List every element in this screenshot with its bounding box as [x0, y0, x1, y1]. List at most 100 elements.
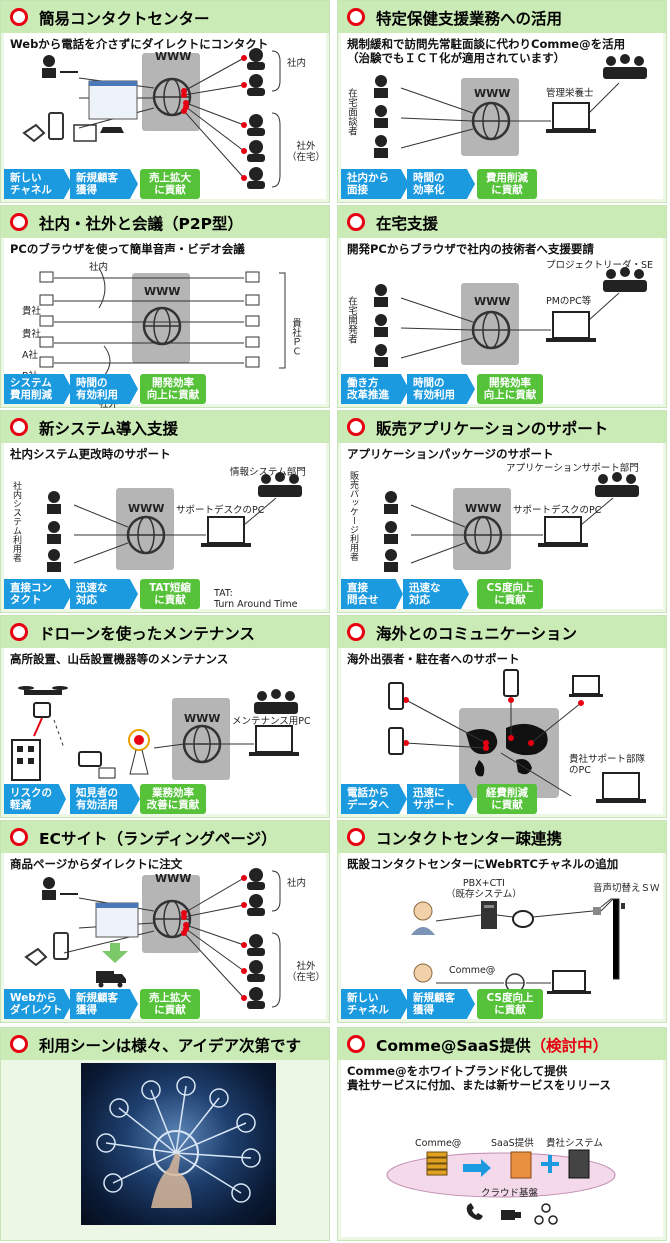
panel-header: 社内・社外と会議（P2P型） — [1, 206, 329, 238]
home-support-diagram — [374, 267, 647, 367]
panel-title: 新システム導入支援 — [39, 420, 179, 438]
outside-label: 社外 （在宅） — [287, 141, 326, 163]
benefit-tag: 電話から データへ — [341, 784, 407, 814]
benefit-tag: Webから ダイレクト — [4, 989, 72, 1019]
panel-header: 特定保健支援業務への活用 — [338, 1, 666, 33]
benefit-tag: 働き方 改革推進 — [341, 374, 409, 404]
result-tag: 費用削減 に貢献 — [477, 169, 537, 199]
panel-subtitle: 既設コンタクトセンターにWebRTCチャネルの追加 — [347, 857, 619, 871]
panel-home-support: 在宅支援 開発PCからブラウザで社内の技術者へ支援要請 WWW プロジェクトリー… — [337, 205, 667, 408]
panel-drone-maintenance: ドローンを使ったメンテナンス 高所設置、山岳設置機器等のメンテナンス WWW メ… — [0, 615, 330, 818]
maintenance-pc-label: メンテナンス用PC — [232, 716, 311, 727]
overseas-diagram — [388, 669, 646, 803]
result-tag: 業務効率 改善に貢献 — [140, 784, 206, 814]
inhouse-label: 社内 — [287, 58, 307, 69]
benefit-tag: 迅速な 対応 — [70, 579, 138, 609]
panel-header: ドローンを使ったメンテナンス — [1, 616, 329, 648]
benefit-tag: 迅速な 対応 — [403, 579, 469, 609]
client-pc-label: 貴社ＰＣ — [290, 318, 301, 356]
panel-subtitle: 規制緩和で訪問先常駐面談に代わりComme@を活用 （治験でもＩＣＴ化が適用され… — [347, 37, 626, 65]
benefit-tag: 新規顧客 獲得 — [70, 169, 138, 199]
benefit-tag: 直接コン タクト — [4, 579, 72, 609]
benefit-tag: 新規顧客 獲得 — [70, 989, 138, 1019]
circle-bullet-icon — [347, 418, 365, 436]
panel-title: コンタクトセンター疎連携 — [376, 830, 563, 848]
saas-label: SaaS提供 — [491, 1138, 534, 1149]
company-label: 貴社 — [22, 306, 42, 317]
app-support-dept-label: アプリケーションサポート部門 — [506, 463, 639, 474]
benefit-tag: 時間の 有効利用 — [407, 374, 475, 404]
result-tag: 開発効率 向上に貢献 — [140, 374, 206, 404]
client-system-label: 貴社システム — [546, 1138, 603, 1149]
result-tag: CS度向上 に貢献 — [477, 579, 543, 609]
circle-bullet-icon — [347, 828, 365, 846]
home-developer-label: 在宅開発者 — [346, 296, 357, 344]
ec-site-diagram — [24, 868, 281, 1009]
panel-app-support: 販売アプリケーションのサポート アプリケーションパッケージのサポート WWW ア… — [337, 410, 667, 613]
under-review-label: （検討中） — [530, 1037, 609, 1055]
panel-contact-center-link: コンタクトセンター疎連携 既設コンタクトセンターにWebRTCチャネルの追加 P… — [337, 820, 667, 1023]
panel-header: Comme@SaaS提供（検討中） — [338, 1028, 666, 1060]
benefit-tag: 時間の 有効利用 — [70, 374, 138, 404]
p2p-meeting-diagram — [39, 267, 286, 377]
panel-header: 新システム導入支援 — [1, 411, 329, 443]
circle-bullet-icon — [347, 213, 365, 231]
home-interviewee-label: 在宅面談者 — [346, 88, 357, 136]
panel-title: ドローンを使ったメンテナンス — [39, 625, 255, 643]
drone-diagram — [11, 686, 299, 781]
circle-bullet-icon — [10, 828, 28, 846]
support-desk-label: サポートデスクのPC — [513, 505, 602, 516]
company-label: 貴社 — [22, 329, 42, 340]
circle-bullet-icon — [10, 1035, 28, 1053]
panel-title: 販売アプリケーションのサポート — [376, 420, 609, 438]
panel-header: 利用シーンは様々、アイデア次第です — [1, 1028, 329, 1060]
www-label: WWW — [184, 712, 221, 725]
contact-center-diagram — [22, 48, 281, 189]
new-system-diagram — [47, 472, 302, 572]
panel-header: コンタクトセンター疎連携 — [338, 821, 666, 853]
comme-label: Comme@ — [415, 1138, 462, 1149]
panel-subtitle: PCのブラウザを使って簡単音声・ビデオ会議 — [10, 242, 245, 256]
voice-switch-label: 音声切替えＳＷ — [593, 883, 660, 894]
cloud-platform-label: クラウド基盤 — [481, 1188, 539, 1199]
panel-subtitle: アプリケーションパッケージのサポート — [347, 447, 554, 461]
circle-bullet-icon — [347, 623, 365, 641]
benefit-tag: 時間の 効率化 — [407, 169, 475, 199]
panel-subtitle: 開発PCからブラウザで社内の技術者へ支援要請 — [347, 242, 594, 256]
result-tag: 開発効率 向上に貢献 — [477, 374, 543, 404]
panel-header: 海外とのコミュニケーション — [338, 616, 666, 648]
package-user-label: 販売パッケージ利用者 — [348, 471, 358, 561]
network-icons-graphic — [96, 1076, 261, 1208]
benefit-tag: 直接 問合せ — [341, 579, 403, 609]
benefit-tag: 新しい チャネル — [341, 989, 409, 1019]
circle-bullet-icon — [10, 8, 28, 26]
benefit-tag: 新しい チャネル — [4, 169, 72, 199]
project-leader-label: プロジェクトリーダ・SE — [546, 260, 654, 271]
pm-pc-label: PMのPC等 — [546, 296, 592, 307]
system-user-label: 社内システム利用者 — [11, 481, 21, 562]
benefit-tag: 新規顧客 獲得 — [407, 989, 475, 1019]
company-a-label: A社 — [22, 350, 38, 361]
health-guidance-diagram — [374, 54, 647, 158]
panel-title-text: Comme@SaaS提供 — [376, 1037, 531, 1055]
pbx-label: PBX+CTI （既存システム） — [446, 878, 522, 900]
panel-p2p-meeting: 社内・社外と会議（P2P型） PCのブラウザを使って簡単音声・ビデオ会議 WWW… — [0, 205, 330, 410]
panel-simple-contact-center: 簡易コンタクトセンター Webから電話を介さずにダイレクトにコンタクト WWW … — [0, 0, 330, 203]
dietitian-label: 管理栄養士 — [546, 88, 594, 99]
www-label: WWW — [155, 50, 192, 63]
panel-saas: Comme@SaaS提供（検討中） Comme@をホワイトブランド化して提供 貴… — [337, 1027, 667, 1241]
panel-subtitle: 高所設置、山岳設置機器等のメンテナンス — [10, 652, 229, 666]
circle-bullet-icon — [10, 213, 28, 231]
panel-header: 販売アプリケーションのサポート — [338, 411, 666, 443]
www-label: WWW — [155, 872, 192, 885]
saas-diagram — [386, 1149, 616, 1225]
panel-title: 社内・社外と会議（P2P型） — [39, 215, 244, 233]
benefit-tag: リスクの 軽減 — [4, 784, 66, 814]
circle-bullet-icon — [10, 418, 28, 436]
benefit-tag: 迅速に サポート — [407, 784, 473, 814]
support-team-pc-label: 貴社サポート部隊 のPC — [569, 754, 646, 776]
panel-title: 利用シーンは様々、アイデア次第です — [39, 1037, 301, 1055]
benefit-tag: 社内から 面接 — [341, 169, 409, 199]
circle-bullet-icon — [347, 8, 365, 26]
outside-label: 社外 （在宅） — [287, 961, 326, 983]
